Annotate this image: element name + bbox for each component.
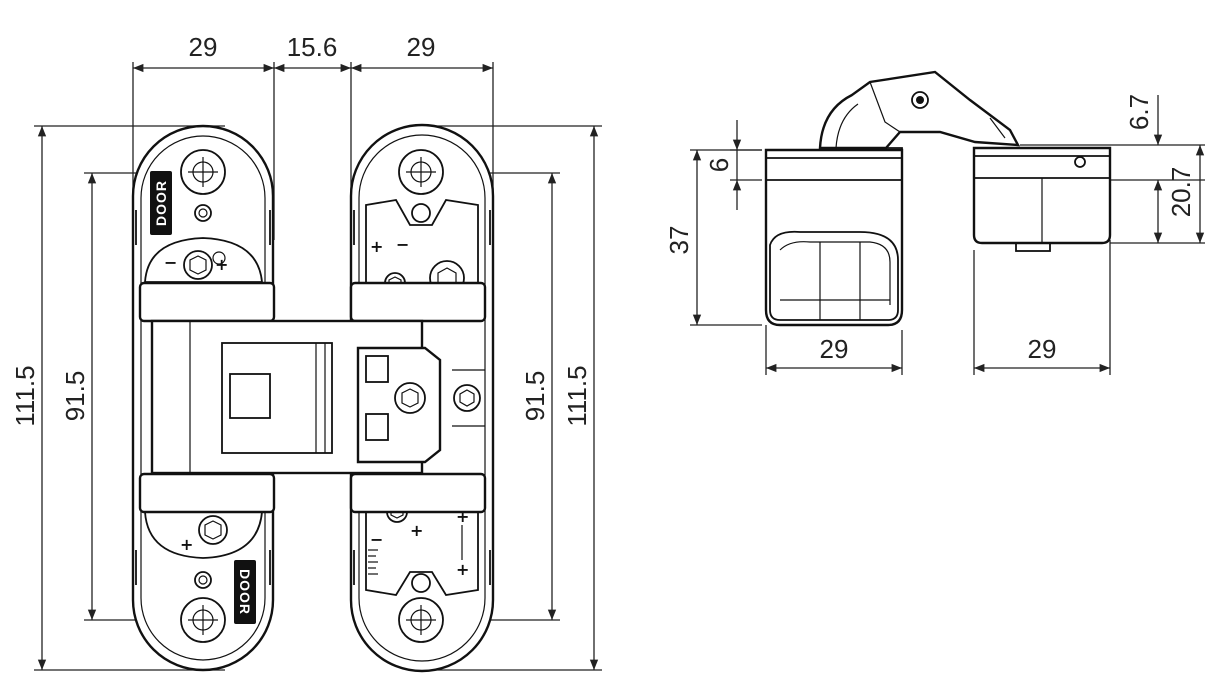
dim-label-right-outer: 111.5 (562, 365, 592, 426)
plus-symbol: + (215, 255, 228, 274)
dim-label-side-bottom-left: 29 (820, 334, 849, 364)
dim-label-right-inner: 91.5 (520, 371, 550, 422)
brand-label-bottom: DOOR (234, 560, 256, 624)
plus-symbol: + (180, 535, 193, 554)
svg-text:DOOR: DOOR (237, 569, 253, 615)
side-right-block (972, 146, 1112, 252)
dim-label-side-right-inner: 20.7 (1166, 167, 1196, 218)
dim-label-side-small: 6 (704, 158, 734, 172)
dim-label-left-inner: 91.5 (60, 371, 90, 422)
brand-label-top: DOOR (150, 171, 172, 235)
minus-symbol: − (370, 530, 383, 549)
dim-label-top-right: 29 (407, 32, 436, 62)
side-dimension-lines (692, 95, 1205, 373)
minus-symbol: − (164, 253, 177, 272)
plus-symbol: + (370, 237, 383, 256)
dim-label-top-mid: 15.6 (287, 32, 338, 62)
dim-label-side-height: 37 (664, 226, 694, 255)
plus-symbol: + (456, 560, 469, 579)
front-dimension-lines (37, 63, 599, 670)
dim-label-left-outer: 111.5 (10, 365, 40, 426)
svg-text:DOOR: DOOR (153, 180, 169, 226)
side-left-block (764, 148, 904, 327)
hinge-mechanism (150, 319, 485, 475)
side-hinge-arm (818, 70, 1021, 215)
front-view: 29 15.6 29 111.5 91.5 91.5 111.5 (10, 32, 602, 673)
minus-symbol: − (396, 235, 409, 254)
hex-bolt-icon (453, 384, 481, 412)
dim-label-top-left: 29 (189, 32, 218, 62)
upper-crossbar (138, 281, 487, 323)
plus-symbol: + (410, 521, 423, 540)
hex-bolt-icon (394, 382, 426, 414)
dim-label-side-bottom-right: 29 (1028, 334, 1057, 364)
side-view: 37 6 29 29 6.7 20.7 (664, 70, 1205, 375)
dim-label-side-top-right: 6.7 (1124, 94, 1154, 130)
lower-crossbar (138, 472, 487, 514)
hex-bolt-icon (183, 250, 213, 280)
hex-bolt-icon (198, 515, 228, 545)
